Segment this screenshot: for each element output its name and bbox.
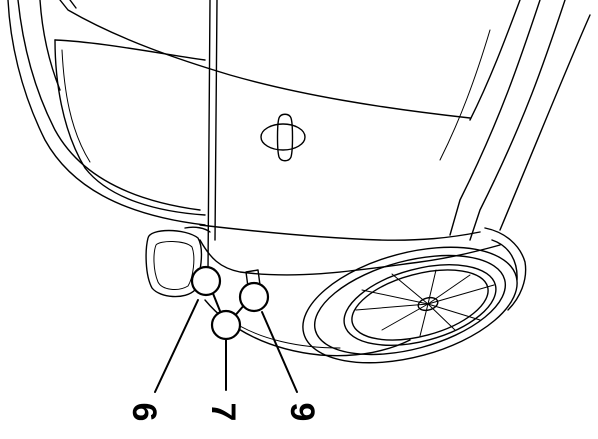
callout-circle-7 (210, 309, 242, 341)
vertical-rod (207, 0, 218, 271)
callout-label-7: 7 (204, 403, 242, 422)
callout-circle-6 (190, 265, 222, 297)
callout-circle-9 (238, 281, 270, 313)
lock-icon (260, 113, 306, 162)
callout-label-9: 9 (283, 403, 321, 422)
wheel-spokes (355, 269, 495, 337)
rear-window-panel (54, 39, 206, 216)
bumper-body-outline (7, 0, 501, 276)
callout-label-6: 6 (125, 403, 163, 422)
wheel (302, 227, 527, 364)
rear-struts (439, 0, 591, 241)
callout-circles (190, 265, 270, 341)
